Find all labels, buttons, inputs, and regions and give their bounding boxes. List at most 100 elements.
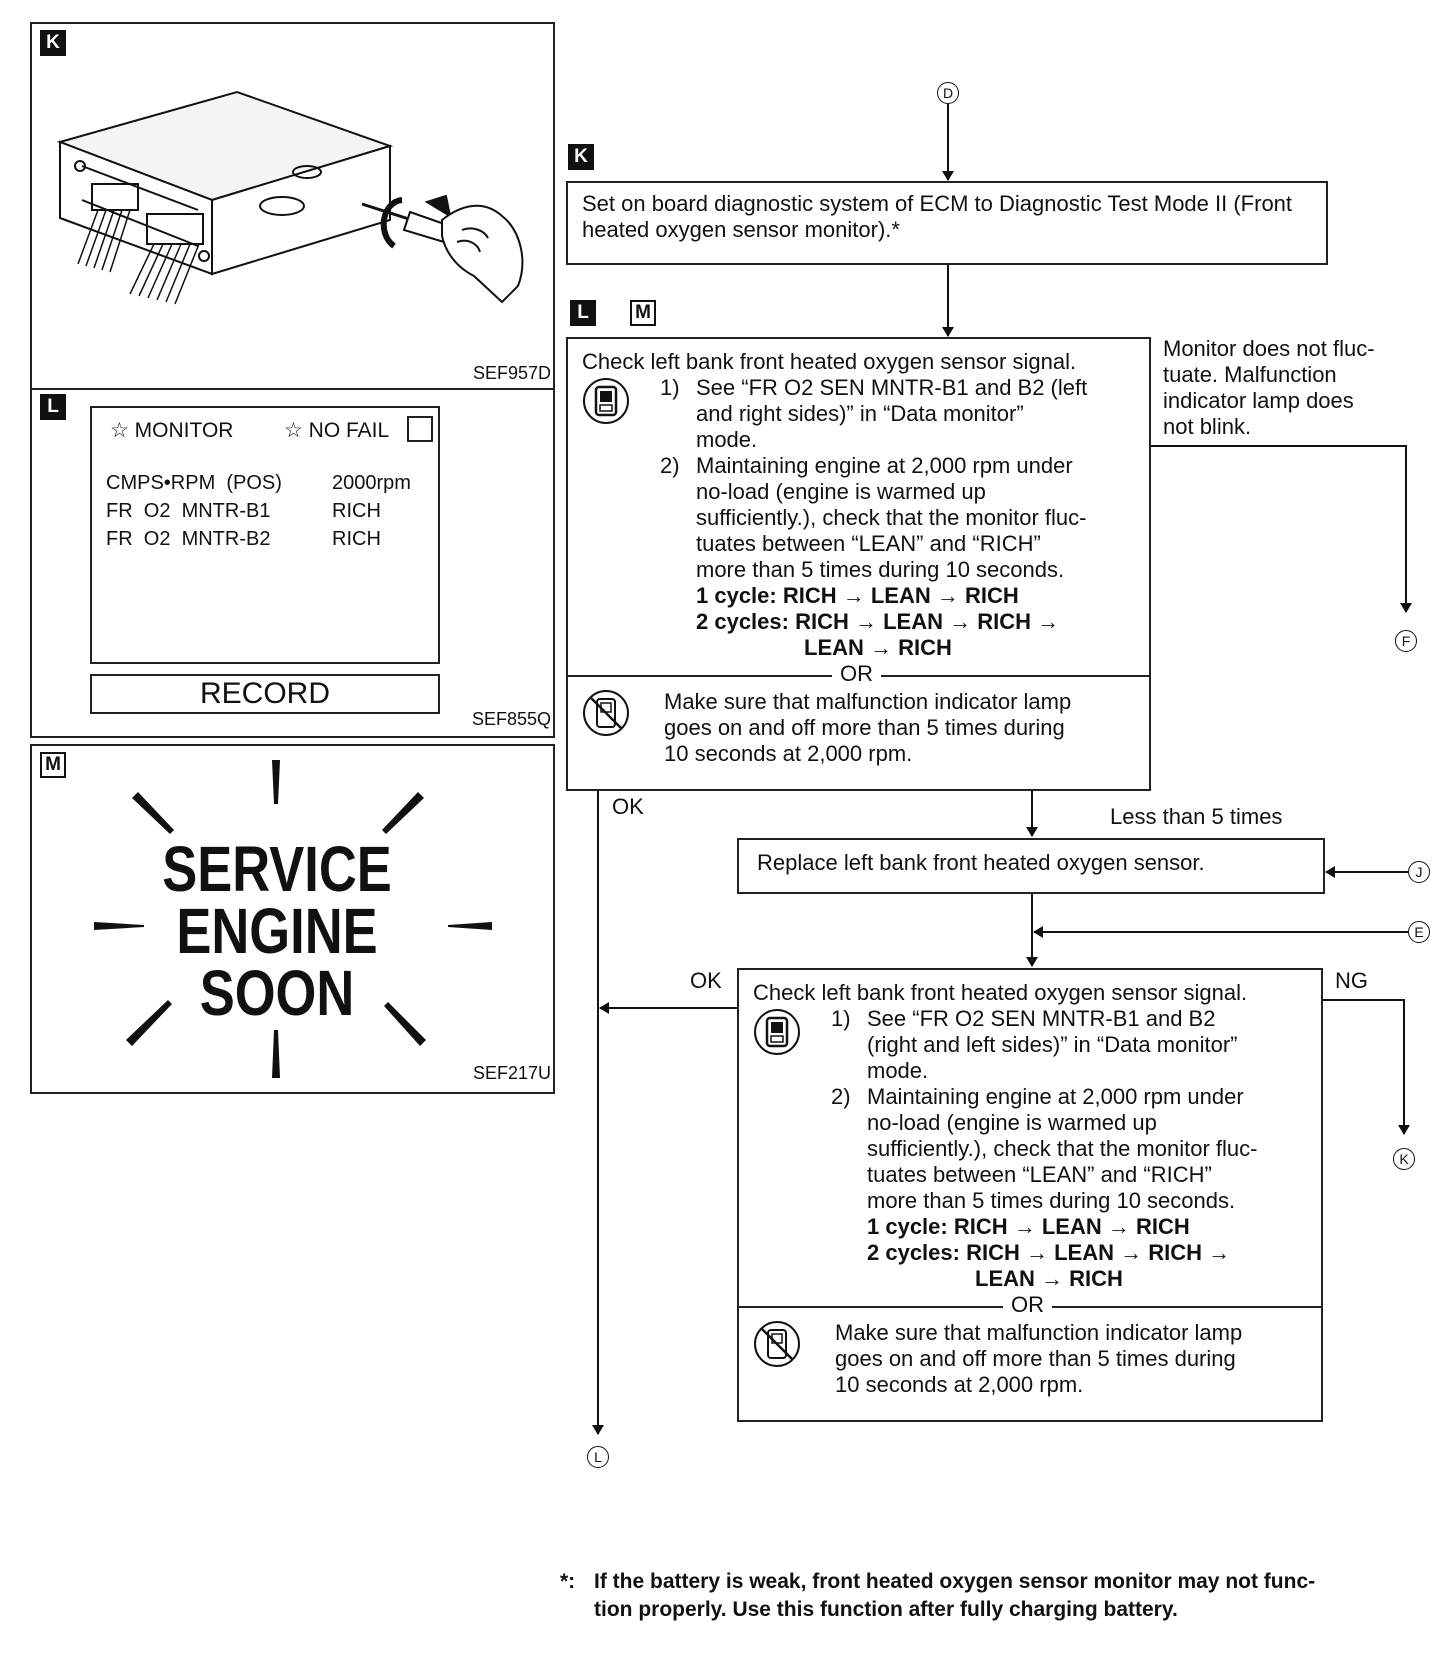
step-box-check-signal-1: Check left bank front heated oxygen sens… [566, 337, 1151, 791]
alt-line: goes on and off more than 5 times during [664, 715, 1065, 740]
connector-k: K [1393, 1148, 1415, 1170]
step-line: See “FR O2 SEN MNTR-B1 and B2 (left [696, 375, 1088, 400]
monitor-item-value: RICH [332, 500, 381, 522]
side-note-line: indicator lamp does [1163, 388, 1354, 413]
connector-l: L [587, 1446, 609, 1468]
alt-line: Make sure that malfunction indicator lam… [835, 1320, 1243, 1345]
step-box-check-signal-2: Check left bank front heated oxygen sens… [737, 968, 1323, 1422]
figure-code-l: SEF855Q [471, 709, 551, 729]
consult-tester-icon [754, 1009, 800, 1055]
step-line: mode. [696, 427, 758, 452]
monitor-item-name: CMPS•RPM (POS) [106, 472, 282, 494]
cycle-line: LEAN → RICH [975, 1266, 1123, 1291]
step-text: Replace left bank front heated oxygen se… [757, 850, 1205, 875]
ok-label-1: OK [612, 794, 644, 819]
nofail-header: ☆ NO FAIL [284, 418, 389, 443]
step-line: more than 5 times during 10 seconds. [867, 1188, 1236, 1213]
step-line: tuates between “LEAN” and “RICH” [867, 1162, 1212, 1187]
step-box-diagnostic-mode: Set on board diagnostic system of ECM to… [566, 181, 1328, 265]
monitor-panel-l: L ☆ MONITOR ☆ NO FAIL CMPS•RPM (POS) 2000… [30, 388, 555, 738]
monitor-item-name: FR O2 MNTR-B1 [106, 500, 271, 522]
cycle-line: 2 cycles: RICH → LEAN → RICH → [867, 1240, 1231, 1265]
or-label: OR [1003, 1292, 1052, 1318]
or-label: OR [832, 661, 881, 687]
step-line: no-load (engine is warmed up [867, 1110, 1157, 1135]
figure-code-m: SEF217U [472, 1063, 551, 1083]
connector-f: F [1395, 630, 1417, 652]
ok-label-2: OK [690, 968, 722, 993]
cycle-line: 1 cycle: RICH → LEAN → RICH [696, 583, 1019, 608]
cycle-line: 1 cycle: RICH → LEAN → RICH [867, 1214, 1190, 1239]
check-title: Check left bank front heated oxygen sens… [753, 980, 1248, 1005]
nofail-checkbox[interactable] [407, 416, 433, 442]
star-icon: ☆ [110, 419, 129, 442]
monitor-row: CMPS•RPM (POS) 2000rpm [106, 472, 411, 495]
step-text: Set on board diagnostic system of ECM to… [582, 191, 1293, 242]
step-line: tuates between “LEAN” and “RICH” [696, 531, 1041, 556]
flow-tag-k: K [568, 144, 594, 170]
lamp-panel-m: M SERVICE ENGINE SOON SEF217U [30, 744, 555, 1094]
lamp-line-3: SOON [199, 957, 355, 1029]
lamp-line-2: ENGINE [176, 895, 378, 967]
check-title: Check left bank front heated oxygen sens… [582, 349, 1077, 374]
step-number: 2) [660, 453, 680, 478]
connector-d: D [937, 82, 959, 104]
monitor-screen: ☆ MONITOR ☆ NO FAIL CMPS•RPM (POS) 2000rp… [90, 406, 440, 664]
step-line: sufficiently.), check that the monitor f… [696, 505, 1087, 530]
monitor-row: FR O2 MNTR-B2 RICH [106, 528, 381, 551]
monitor-row: FR O2 MNTR-B1 RICH [106, 500, 381, 523]
connector-e: E [1408, 921, 1430, 943]
star-icon: ☆ [284, 419, 303, 442]
ng-label: NG [1335, 968, 1368, 993]
footnote-mark: *: [560, 1570, 576, 1593]
cycle-line: LEAN → RICH [804, 635, 952, 660]
step-line: (right and left sides)” in “Data monitor… [867, 1032, 1238, 1057]
step-line: mode. [867, 1058, 929, 1083]
step-line: sufficiently.), check that the monitor f… [867, 1136, 1258, 1161]
alt-line: goes on and off more than 5 times during [835, 1346, 1236, 1371]
side-note-line: tuate. Malfunction [1163, 362, 1337, 387]
connector-j: J [1408, 861, 1430, 883]
flow-tag-l: L [570, 300, 596, 326]
monitor-item-name: FR O2 MNTR-B2 [106, 528, 271, 550]
figure-code-k: SEF957D [472, 363, 551, 383]
step-line: more than 5 times during 10 seconds. [696, 557, 1065, 582]
no-tester-icon [583, 690, 629, 736]
alt-line: Make sure that malfunction indicator lam… [664, 689, 1072, 714]
step-box-replace-sensor: Replace left bank front heated oxygen se… [737, 838, 1325, 894]
flow-tag-m: M [630, 300, 656, 326]
record-button[interactable]: RECORD [90, 674, 440, 714]
step-number: 2) [831, 1084, 851, 1109]
alt-line: 10 seconds at 2,000 rpm. [664, 741, 913, 766]
monitor-item-value: RICH [332, 528, 381, 550]
step-line: See “FR O2 SEN MNTR-B1 and B2 [867, 1006, 1216, 1031]
step-line: Maintaining engine at 2,000 rpm under [867, 1084, 1244, 1109]
illustration-panel-k: K [30, 22, 555, 394]
step-number: 1) [660, 375, 680, 400]
panel-tag-k: K [40, 30, 66, 56]
blink-rays-illustration [94, 760, 492, 1078]
nofail-label: NO FAIL [308, 419, 390, 442]
step-line: Maintaining engine at 2,000 rpm under [696, 453, 1073, 478]
side-note-line: Monitor does not fluc- [1163, 336, 1375, 361]
less-than-label: Less than 5 times [1110, 804, 1283, 829]
lamp-line-1: SERVICE [162, 833, 392, 905]
service-engine-soon-text: SERVICE ENGINE SOON [76, 833, 478, 1029]
footnote-line: tion properly. Use this function after f… [594, 1598, 1178, 1621]
side-note-line: not blink. [1163, 414, 1252, 439]
alt-line: 10 seconds at 2,000 rpm. [835, 1372, 1084, 1397]
no-tester-icon [754, 1321, 800, 1367]
ecm-screwdriver-illustration [56, 90, 524, 305]
monitor-label: MONITOR [134, 419, 234, 442]
panel-tag-m: M [40, 752, 66, 778]
panel-tag-l: L [40, 394, 66, 420]
step-line: and right sides)” in “Data monitor” [696, 401, 1024, 426]
monitor-item-value: 2000rpm [332, 472, 411, 494]
monitor-header: ☆ MONITOR [110, 418, 233, 443]
step-number: 1) [831, 1006, 851, 1031]
footnote-line: If the battery is weak, front heated oxy… [594, 1570, 1316, 1593]
cycle-line: 2 cycles: RICH → LEAN → RICH → [696, 609, 1060, 634]
consult-tester-icon [583, 378, 629, 424]
step-line: no-load (engine is warmed up [696, 479, 986, 504]
